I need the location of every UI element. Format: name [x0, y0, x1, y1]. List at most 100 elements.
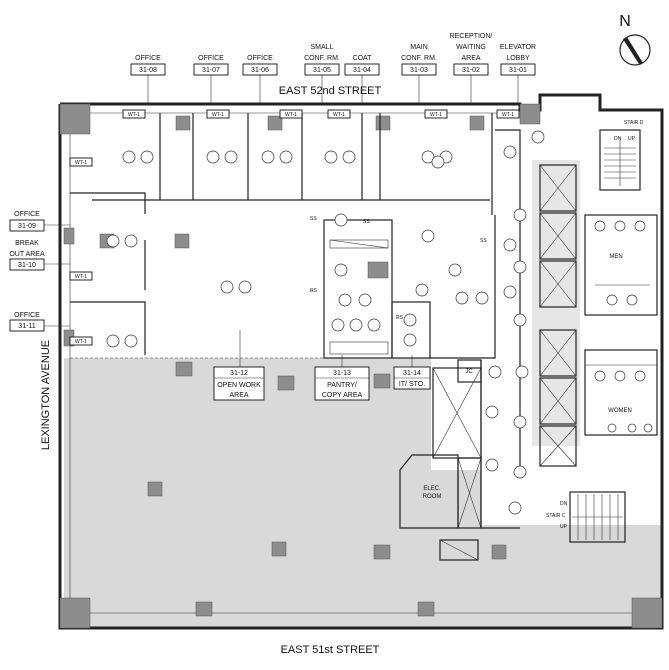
plan-linework	[513, 415, 527, 429]
wt1-tag: WT-1	[430, 112, 442, 118]
plan-linework	[503, 145, 517, 159]
womens-room-label: WOMEN	[608, 408, 632, 414]
plan-linework	[9, 319, 45, 332]
plan-linework	[415, 283, 429, 297]
open-work-name-2: AREA	[229, 392, 248, 399]
unoccupied-area	[64, 358, 431, 628]
plan-linework	[279, 150, 293, 164]
plan-linework	[455, 291, 469, 305]
break-out-name-1: BREAK	[15, 240, 39, 247]
room-label-reception: RECEPTION/ WAITING AREA 31-02	[450, 33, 492, 104]
plan-linework	[124, 234, 138, 248]
plan-linework	[475, 291, 489, 305]
plan-linework	[331, 318, 345, 332]
stair-d-shaft	[599, 129, 641, 191]
elevator-car	[539, 329, 577, 377]
stair-c-label: STAIR C	[546, 513, 566, 519]
column	[373, 544, 391, 560]
small-conf-number: 31-05	[313, 67, 331, 74]
plan-linework	[122, 150, 136, 164]
plan-linework	[338, 293, 352, 307]
room-label-small-conf: SMALL CONF. RM. 31-05	[304, 44, 340, 104]
partition	[70, 301, 146, 355]
jc-room	[457, 359, 482, 383]
room-label-main-conf: MAIN CONF. RM. 31-03	[401, 44, 437, 104]
plan-linework	[206, 150, 220, 164]
office-3111-number: 31-11	[18, 323, 35, 330]
room-label-office-3106: OFFICE 31-06	[242, 55, 278, 104]
open-work-number: 31-12	[230, 370, 248, 377]
office-3106-name: OFFICE	[247, 55, 273, 62]
room-label-coat: COAT 31-04	[344, 55, 380, 104]
mens-room: MEN	[584, 214, 658, 316]
plan-linework	[213, 366, 265, 401]
office-3108-number: 31-08	[139, 67, 157, 74]
it-sto-name: IT/ STO.	[399, 381, 425, 388]
wall-type-tags: WT-1 WT-1 WT-1 WT-1 WT-1 WT-1 WT-1 WT-1 …	[69, 109, 520, 346]
main-conf-name-1: MAIN	[410, 44, 428, 51]
room-label-elevator-lobby: ELEVATOR LOBBY 31-01	[500, 44, 536, 104]
plan-linework	[9, 258, 45, 271]
plan-linework	[503, 285, 517, 299]
plan-linework	[508, 501, 522, 515]
plan-linework	[643, 423, 653, 433]
small-conf-name-1: SMALL	[311, 44, 334, 51]
plan-linework	[539, 212, 577, 260]
womens-room-wall	[584, 349, 658, 436]
elevator-car	[539, 425, 577, 467]
plan-linework	[324, 150, 338, 164]
plan-linework	[515, 365, 529, 379]
mens-room-wall	[584, 214, 658, 316]
column	[147, 481, 163, 497]
plan-linework	[503, 238, 517, 252]
counter	[329, 341, 389, 355]
plan-linework	[69, 157, 93, 167]
plan-linework	[124, 334, 138, 348]
plan-linework	[69, 271, 93, 281]
plan-linework	[403, 333, 417, 347]
street-north-label: EAST 52nd STREET	[279, 85, 382, 97]
main-conf-name-2: CONF. RM.	[401, 55, 437, 62]
interior-walls	[70, 113, 521, 561]
plan-linework	[279, 109, 303, 119]
stair-d-up: UP	[628, 136, 636, 142]
stair-d: STAIR D DN UP	[599, 120, 644, 191]
room-label-break-out: BREAK OUT AREA 31-10	[9, 240, 70, 271]
street-west-label: LEXINGTON AVENUE	[40, 340, 52, 450]
device-symbols	[106, 130, 545, 515]
corridor-wall	[495, 129, 521, 470]
counter-hatch	[329, 239, 389, 249]
shaft	[432, 367, 482, 459]
main-conf-number: 31-03	[410, 67, 428, 74]
column	[267, 115, 283, 131]
corner-column	[519, 103, 541, 125]
column	[277, 375, 295, 391]
plan-linework	[224, 150, 238, 164]
rs-tag: RS	[396, 315, 404, 321]
shaft-cross	[432, 367, 482, 459]
plan-linework	[106, 234, 120, 248]
office-3109-name: OFFICE	[14, 211, 40, 218]
pantry-name-1: PANTRY/	[327, 382, 357, 389]
wt1-tag: WT-1	[75, 339, 87, 345]
coat-name: COAT	[353, 55, 373, 62]
open-work-name-1: OPEN WORK	[217, 382, 261, 389]
plan-linework	[261, 150, 275, 164]
plan-linework	[349, 318, 363, 332]
jc-label: JC	[465, 369, 473, 375]
ss-tag: SS	[363, 219, 370, 225]
plan-linework	[485, 405, 499, 419]
elevator-lobby-name-1: ELEVATOR	[500, 44, 536, 51]
ss-tag: SS	[310, 216, 317, 222]
room-label-office-3108: OFFICE 31-08	[130, 55, 166, 104]
womens-room: WOMEN	[584, 349, 658, 436]
small-conf-name-2: CONF. RM.	[304, 55, 340, 62]
unoccupied-area-east	[431, 470, 481, 628]
plan-linework	[513, 260, 527, 274]
plan-linework	[327, 109, 351, 119]
plan-linework	[334, 213, 348, 227]
plan-linework	[69, 336, 93, 346]
office-3106-number: 31-06	[251, 67, 269, 74]
pantry-name-2: COPY AREA	[322, 392, 363, 399]
plan-linework	[539, 377, 577, 425]
